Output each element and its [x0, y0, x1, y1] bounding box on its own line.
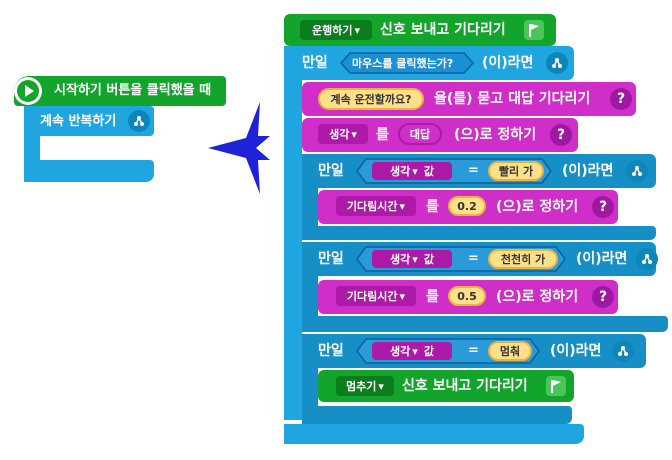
- flag-icon: [524, 20, 544, 44]
- if1-arm: [284, 80, 302, 420]
- set-wait-slow-dropdown[interactable]: 기다림시간 ▾: [336, 286, 416, 306]
- slow-eq: =: [468, 251, 479, 266]
- slow-compare-text: 천천히 가: [500, 253, 546, 266]
- forever-loop-label: 계속 반복하기: [40, 114, 117, 129]
- dropdown-arrow-icon: ▾: [351, 127, 357, 141]
- dropdown-arrow-icon: ▾: [399, 289, 406, 303]
- set-variable-dropdown[interactable]: 생각 ▾: [318, 124, 368, 144]
- forever-loop-arm: [24, 136, 40, 162]
- if-fast-arm: [302, 188, 318, 228]
- fast-var-value-label: 값: [423, 165, 434, 178]
- start-hat-block[interactable]: [14, 76, 226, 106]
- set-variable-suffix: (으)로 정하기: [454, 127, 537, 143]
- stop-broadcast-label: 신호 보내고 기다리기: [402, 378, 528, 394]
- set-wait-fast-var: 기다림시간: [346, 200, 398, 213]
- if-stop-arm: [302, 368, 318, 408]
- play-icon: [14, 77, 42, 105]
- set-wait-slow-value-text: 0.5: [457, 289, 477, 303]
- broadcast-wait-label: 신호 보내고 기다리기: [380, 22, 506, 38]
- dropdown-arrow-icon: ▾: [399, 199, 406, 213]
- mouse-click-condition-label: 마우스를 클릭했는가?: [352, 57, 454, 70]
- ask-wait-label: 을(를) 묻고 대답 기다리기: [434, 91, 591, 107]
- if-fast-bottom: [302, 226, 656, 240]
- question-icon: ?: [610, 88, 632, 110]
- stop-eq: =: [468, 343, 479, 358]
- stop-var-value-label: 값: [423, 345, 434, 358]
- set-wait-fast-value[interactable]: 0.2: [448, 196, 486, 216]
- fast-compare-text: 빨리 가: [498, 165, 534, 178]
- set-variable-mid: 를: [376, 127, 389, 143]
- stop-broadcast-dropdown-label: 멈추기: [346, 380, 377, 393]
- if-slow-suffix: (이)라면: [576, 251, 628, 267]
- fast-compare-value[interactable]: 빨리 가: [488, 161, 544, 181]
- if-stop-loop-icon: [612, 340, 634, 362]
- dropdown-arrow-icon: ▾: [378, 379, 384, 393]
- if1-bottom: [284, 424, 584, 444]
- if-fast-suffix: (이)라면: [562, 163, 614, 179]
- set-wait-fast-suffix: (으)로 정하기: [496, 199, 579, 215]
- set-wait-slow-question-icon: ?: [592, 286, 614, 308]
- set-variable-question-icon: ?: [550, 124, 572, 146]
- ask-question-text: 계속 운전할까요?: [330, 93, 412, 106]
- set-wait-slow-mid: 를: [426, 289, 439, 305]
- stop-compare-text: 멈춰: [499, 345, 521, 358]
- if-slow-arm: [302, 276, 318, 316]
- set-wait-slow-suffix: (으)로 정하기: [496, 289, 579, 305]
- stop-compare-value[interactable]: 멈춰: [488, 341, 532, 361]
- loop-icon: [128, 110, 150, 132]
- set-wait-fast-dropdown[interactable]: 기다림시간 ▾: [336, 196, 416, 216]
- if1-suffix: (이)라면: [482, 55, 534, 71]
- dropdown-arrow-icon: ▾: [354, 23, 360, 37]
- fast-var-dropdown[interactable]: 생각 ▾ 값: [372, 162, 452, 180]
- set-wait-slow-var: 기다림시간: [346, 290, 398, 303]
- set-wait-slow-value[interactable]: 0.5: [448, 286, 486, 306]
- set-variable-dropdown-label: 생각: [329, 128, 350, 141]
- stop-flag-icon: [546, 376, 566, 400]
- if-slow-loop-icon: [636, 248, 658, 270]
- if-fast-loop-icon: [626, 160, 648, 182]
- broadcast-dropdown[interactable]: 운행하기 ▾: [300, 20, 372, 40]
- if-slow-label: 만일: [318, 251, 344, 267]
- slow-compare-value[interactable]: 천천히 가: [488, 249, 558, 269]
- set-variable-value-text: 대답: [409, 128, 431, 141]
- if-stop-suffix: (이)라면: [550, 343, 602, 359]
- stop-broadcast-dropdown[interactable]: 멈추기 ▾: [336, 376, 394, 396]
- mouse-click-condition[interactable]: 마우스를 클릭했는가?: [340, 52, 474, 74]
- set-wait-fast-question-icon: ?: [592, 196, 614, 218]
- dropdown-arrow-icon: ▾: [412, 164, 418, 178]
- if1-loop-icon: [546, 52, 568, 74]
- ask-question-input[interactable]: 계속 운전할까요?: [318, 88, 424, 110]
- slow-var-value-label: 값: [423, 253, 434, 266]
- forever-loop-bottom: [24, 160, 154, 182]
- slow-var-name: 생각: [390, 253, 411, 266]
- if1-label: 만일: [302, 55, 328, 71]
- slow-var-dropdown[interactable]: 생각 ▾ 값: [372, 250, 452, 268]
- dropdown-arrow-icon: ▾: [412, 252, 418, 266]
- broadcast-dropdown-label: 운행하기: [311, 24, 353, 37]
- set-variable-value[interactable]: 대답: [398, 123, 442, 145]
- if-stop-label: 만일: [318, 343, 344, 359]
- dropdown-arrow-icon: ▾: [412, 344, 418, 358]
- star-arrow-icon: [208, 102, 270, 194]
- if-fast-label: 만일: [318, 163, 344, 179]
- set-wait-fast-mid: 를: [426, 199, 439, 215]
- if-stop-bottom: [302, 406, 572, 424]
- fast-var-name: 생각: [390, 165, 411, 178]
- fast-eq: =: [468, 163, 479, 178]
- set-wait-fast-value-text: 0.2: [457, 199, 477, 213]
- stop-var-dropdown[interactable]: 생각 ▾ 값: [372, 342, 452, 360]
- start-hat-label: 시작하기 버튼을 클릭했을 때: [54, 83, 212, 98]
- stop-var-name: 생각: [390, 345, 411, 358]
- if-slow-bottom: [302, 316, 668, 332]
